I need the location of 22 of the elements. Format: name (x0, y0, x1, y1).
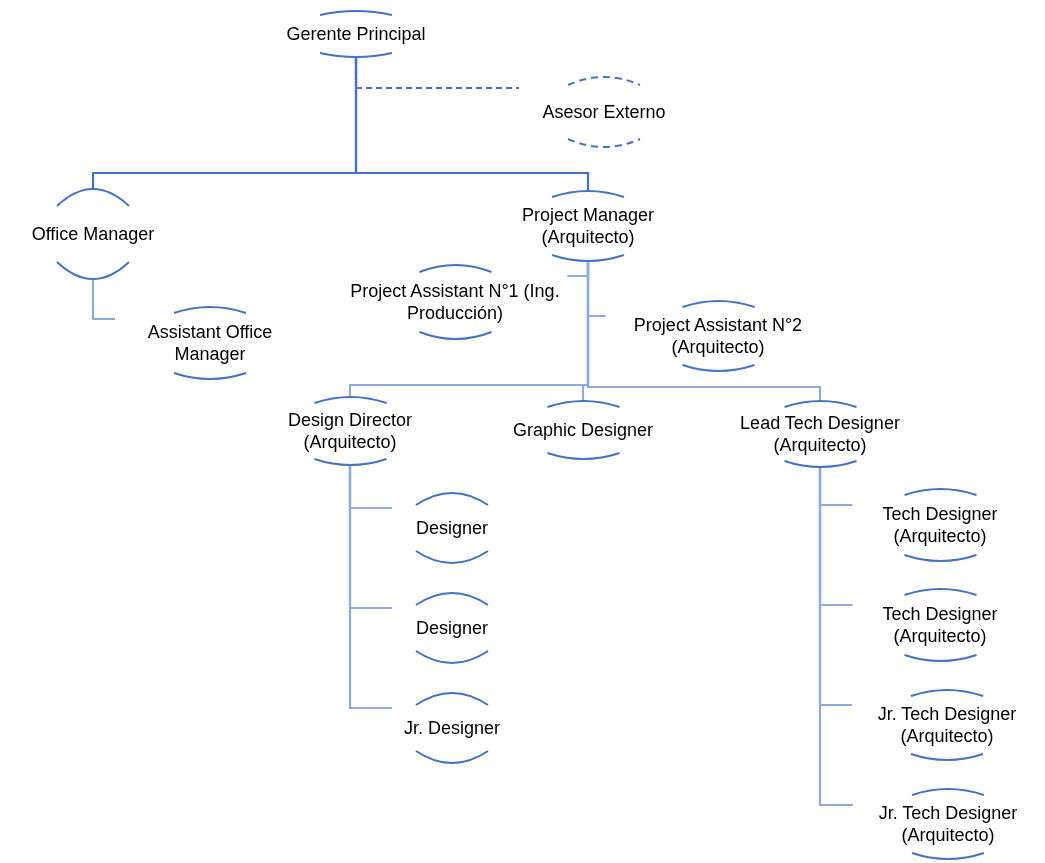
role-label: Lead Tech Designer (Arquitecto) (739, 411, 901, 457)
connector-line (586, 262, 822, 400)
role-label: Jr. Tech Designer (Arquitecto) (877, 801, 1019, 847)
role-label: Designer (415, 616, 488, 640)
role-label: Assistant Office Manager (146, 320, 274, 366)
role-label: Jr. Designer (403, 716, 500, 740)
connector-line (818, 468, 853, 807)
role-label: Tech Designer (Arquitecto) (881, 602, 999, 648)
connector-line (91, 280, 115, 321)
role-label: Designer (415, 516, 488, 540)
connector-line (348, 466, 392, 710)
role-label: Office Manager (31, 222, 155, 246)
role-label: Project Assistant N°2 (Arquitecto) (632, 313, 804, 359)
role-label: Asesor Externo (542, 100, 666, 124)
connector-line (354, 58, 590, 190)
role-label: Tech Designer (Arquitecto) (881, 502, 999, 548)
role-label: Design Director (Arquitecto) (286, 408, 413, 454)
role-label: Project Assistant N°1 (Ing. Producción) (349, 279, 561, 325)
role-label: Graphic Designer (512, 418, 654, 442)
role-label: Gerente Principal (286, 22, 426, 46)
role-label: Project Manager (Arquitecto) (520, 203, 656, 249)
role-label: Jr. Tech Designer (Arquitecto) (876, 702, 1018, 748)
